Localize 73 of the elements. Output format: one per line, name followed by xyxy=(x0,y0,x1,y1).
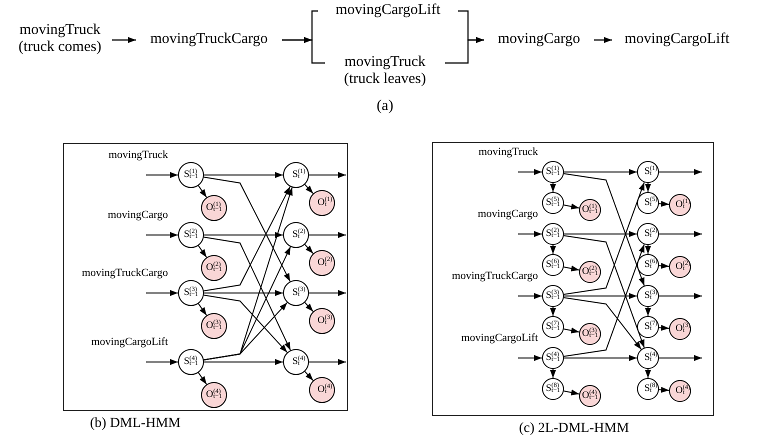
panel-caption: (a) xyxy=(376,98,394,115)
arrow xyxy=(146,172,178,178)
arrow xyxy=(146,232,178,238)
arrow xyxy=(146,290,178,296)
arrow xyxy=(203,302,288,360)
arrow xyxy=(518,231,542,237)
arrow xyxy=(308,172,346,178)
variable-label: movingTruck xyxy=(478,146,538,159)
arrow xyxy=(550,182,556,192)
arrow xyxy=(445,37,484,64)
arrow xyxy=(563,266,580,272)
variable-label: movingTruck xyxy=(108,149,168,162)
arrow xyxy=(204,290,284,296)
arrow xyxy=(658,262,670,269)
event-label: movingTruck (truck comes) xyxy=(8,22,112,58)
arrow xyxy=(198,303,208,316)
arrow xyxy=(304,371,314,381)
arrow xyxy=(658,355,702,361)
arrow xyxy=(203,186,291,292)
variable-label: movingCargo xyxy=(478,208,538,221)
variable-label: movingCargoLift xyxy=(91,336,168,349)
arrow xyxy=(204,232,284,238)
arrow xyxy=(563,297,642,350)
arrow xyxy=(198,245,208,258)
arrow xyxy=(550,306,556,316)
event-label: movingCargo xyxy=(484,31,594,49)
arrow xyxy=(658,200,670,207)
arrow xyxy=(658,231,702,237)
arrow xyxy=(658,169,702,175)
arrow xyxy=(550,368,556,378)
arrow xyxy=(146,359,178,365)
arrow xyxy=(658,293,702,299)
event-label: movingCargoLift xyxy=(612,31,742,49)
arrow xyxy=(112,37,136,43)
arrow xyxy=(304,244,314,254)
arrow xyxy=(564,293,638,299)
arrow xyxy=(304,302,314,312)
arrow xyxy=(564,355,638,361)
arrow xyxy=(203,294,288,353)
arrow xyxy=(203,176,291,282)
arrow xyxy=(550,244,556,254)
panel-caption: (c) 2L-DML-HMM xyxy=(518,421,630,437)
event-label: movingCargoLift xyxy=(318,2,458,20)
arrow xyxy=(198,185,208,198)
arrow xyxy=(308,232,346,238)
arrow xyxy=(203,236,291,351)
arrow xyxy=(645,182,651,192)
arrow xyxy=(594,37,612,43)
variable-label: movingTruckCargo xyxy=(452,270,538,283)
variable-label: movingCargo xyxy=(108,209,168,222)
arrow xyxy=(564,169,638,175)
arrow xyxy=(563,204,580,210)
variable-label: movingTruckCargo xyxy=(82,267,168,280)
event-label: movingTruck (truck leaves) xyxy=(325,54,445,90)
arrow xyxy=(645,306,651,316)
arrow xyxy=(308,359,346,365)
arrow xyxy=(563,390,580,396)
arrow xyxy=(518,169,542,175)
arrow xyxy=(563,328,580,334)
arrow xyxy=(518,355,542,361)
arrow xyxy=(204,359,284,365)
arrow xyxy=(658,324,670,331)
arrow xyxy=(198,372,208,385)
event-label: movingTruckCargo xyxy=(136,31,282,49)
arrow xyxy=(204,172,284,178)
arrow xyxy=(518,293,542,299)
arrow xyxy=(658,386,670,393)
variable-label: movingCargoLift xyxy=(461,332,538,345)
arrow xyxy=(304,184,314,194)
panel-caption: (b) DML-HMM xyxy=(90,416,181,432)
arrow xyxy=(564,231,638,237)
arrow xyxy=(645,368,651,378)
arrow xyxy=(308,290,346,296)
